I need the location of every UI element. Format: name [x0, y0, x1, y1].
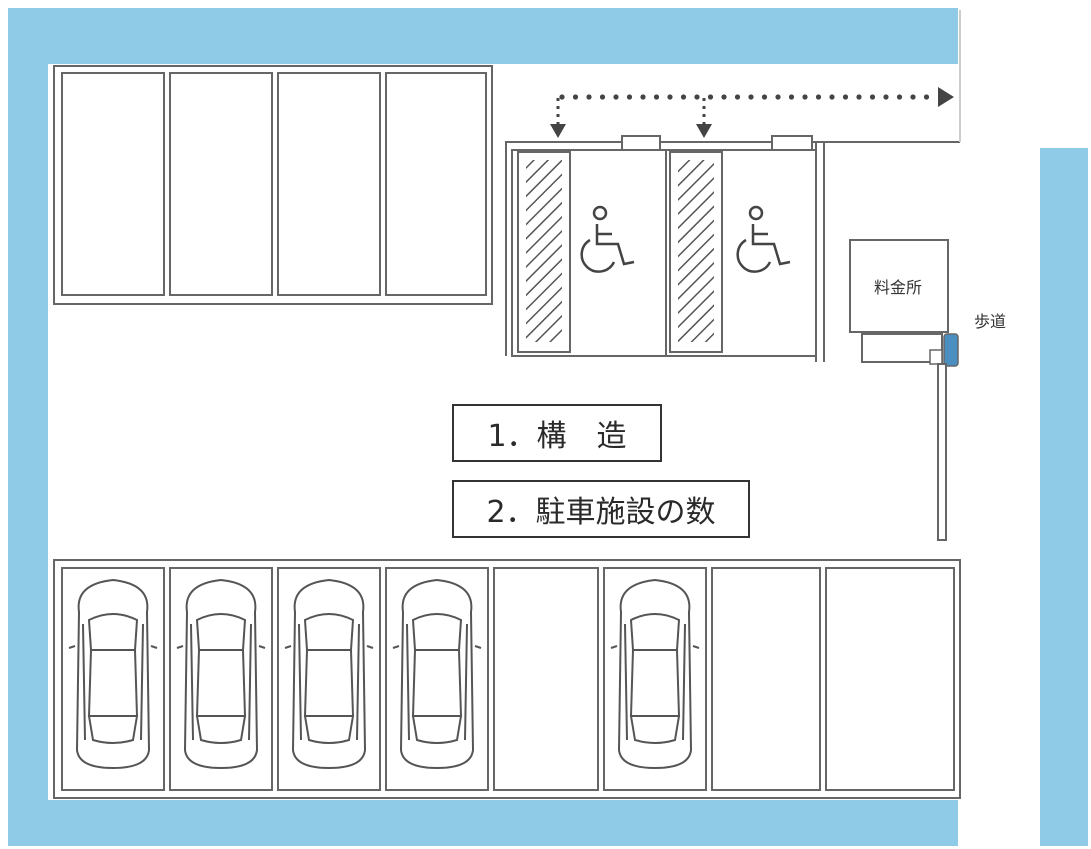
route-dot [896, 94, 903, 100]
parking-space [61, 72, 165, 296]
parking-space [493, 567, 599, 791]
route-dot [707, 94, 714, 100]
route-dot [694, 94, 700, 100]
wall-bottom [8, 800, 958, 846]
parking-space [277, 72, 381, 296]
fare-booth [849, 239, 959, 541]
parking-space [169, 72, 273, 296]
route-dot [680, 94, 687, 100]
upper-parking-block [53, 65, 493, 305]
route-dot [586, 94, 592, 100]
wall-left [8, 8, 48, 846]
accessible-parking-area [505, 135, 960, 362]
car-icon [68, 578, 158, 770]
dotted-arrow-icon [550, 87, 954, 138]
wall-right-street [1040, 148, 1088, 846]
route-dot [613, 94, 619, 100]
ticket-machine [943, 333, 959, 367]
route-dot [572, 94, 579, 100]
route-dot [667, 94, 673, 100]
wall-top [8, 8, 958, 64]
route-dot [748, 94, 754, 100]
route-dot [815, 94, 822, 100]
route-dot [559, 94, 565, 100]
route-dot [869, 94, 876, 100]
wheelchair-icon [580, 205, 635, 273]
route-dot [599, 94, 606, 100]
car-icon [610, 578, 700, 770]
route-dot [734, 94, 741, 100]
sidewalk-label: 歩道 [974, 312, 1007, 331]
car-icon [284, 578, 374, 770]
route-dot [626, 94, 633, 100]
lower-parking-block [53, 559, 961, 799]
fare-booth-label: 料金所 [874, 278, 923, 297]
car-icon [392, 578, 482, 770]
parking-space [825, 567, 955, 791]
parking-space [385, 72, 487, 296]
route-dot [761, 94, 768, 100]
route-dot [788, 94, 795, 100]
wheelchair-icon [736, 205, 791, 273]
item-structure-label: 1．構 造 [452, 404, 662, 462]
route-dot [829, 94, 835, 100]
car-icon [176, 578, 266, 770]
parking-space [711, 567, 821, 791]
route-dot [842, 94, 849, 100]
route-dot [856, 94, 862, 100]
route-dot [775, 94, 781, 100]
route-dot [721, 94, 727, 100]
route-dot [802, 94, 808, 100]
route-dot [653, 94, 660, 100]
item-parking-count-label: 2．駐車施設の数 [452, 480, 750, 538]
route-dot [883, 94, 889, 100]
route-dot [910, 94, 916, 100]
gate-bar [937, 363, 947, 541]
route-dot [640, 94, 646, 100]
route-dot [923, 94, 930, 100]
